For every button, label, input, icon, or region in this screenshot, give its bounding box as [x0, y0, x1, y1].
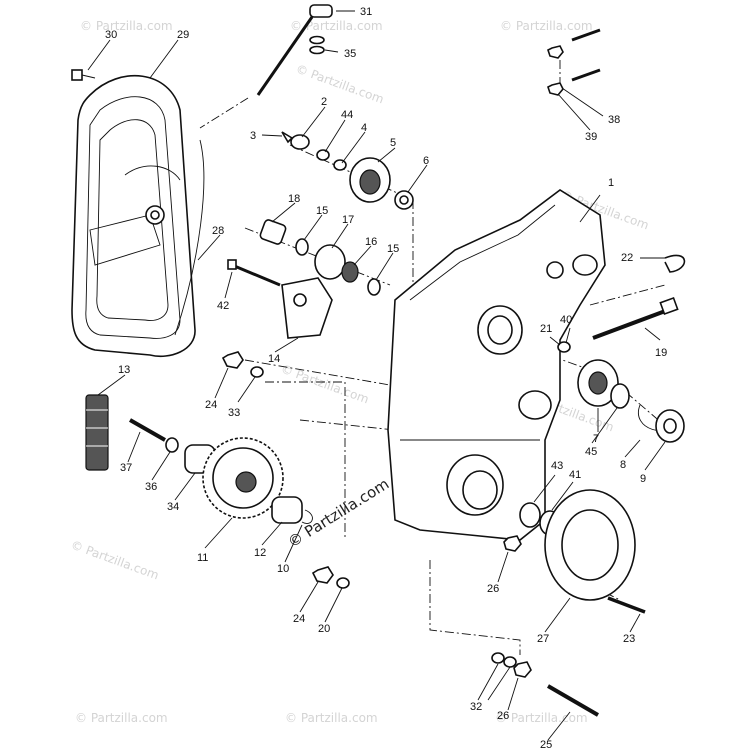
callout-30: 30: [105, 29, 117, 41]
callout-18: 18: [288, 193, 300, 205]
tensioner-block-14: [227, 259, 333, 339]
watermark: © Partzilla.com: [279, 362, 371, 407]
nut-washer-lower: [311, 566, 350, 589]
watermark: © Partzilla.com: [500, 19, 593, 33]
axis-line: [589, 284, 666, 306]
callout-6: 6: [423, 155, 429, 167]
callout-5: 5: [390, 137, 396, 149]
callout-13: 13: [118, 364, 130, 376]
dipstick-31: [256, 4, 333, 96]
watermark: © Partzilla.com: [294, 62, 386, 107]
callout-35: 35: [344, 48, 356, 60]
callout-45: 45: [585, 446, 597, 458]
callout-leaders: [87, 10, 666, 741]
callout-39: 39: [585, 131, 597, 143]
callout-27: 27: [537, 633, 549, 645]
callout-15: 15: [387, 243, 399, 255]
callout-43: 43: [551, 460, 563, 472]
callout-17: 17: [342, 214, 354, 226]
callout-36: 36: [145, 481, 157, 493]
callout-34: 34: [167, 501, 179, 513]
axis-line: [299, 419, 396, 445]
callout-24: 24: [293, 613, 305, 625]
callout-26: 26: [497, 710, 509, 722]
callout-20: 20: [318, 623, 330, 635]
axis-line: [265, 381, 346, 540]
watermark: © Partzilla.com: [80, 19, 173, 33]
callout-40: 40: [560, 314, 572, 326]
callout-2: 2: [321, 96, 327, 108]
callout-1: 1: [608, 177, 614, 189]
callout-38: 38: [608, 114, 620, 126]
callout-42: 42: [217, 300, 229, 312]
nut-washer-upper: [221, 351, 264, 378]
callout-44: 44: [341, 109, 353, 121]
callout-16: 16: [365, 236, 377, 248]
watermark: © Partzilla.com: [69, 538, 161, 583]
callout-28: 28: [212, 225, 224, 237]
output-bearing-parts: [557, 341, 685, 443]
adjuster-bolt-19: [592, 296, 679, 340]
watermark: © Partzilla.com: [495, 711, 588, 725]
callout-29: 29: [177, 29, 189, 41]
chain-13: [85, 394, 109, 471]
callout-22: 22: [621, 252, 633, 264]
callout-19: 19: [655, 347, 667, 359]
lower-gear-assembly: [129, 418, 313, 524]
callout-41: 41: [569, 469, 581, 481]
chaincase-housing: [387, 189, 606, 541]
axis-line: [289, 144, 414, 201]
watermark: © Partzilla.com: [290, 19, 383, 33]
callout-8: 8: [620, 459, 626, 471]
callout-21: 21: [540, 323, 552, 335]
callout-33: 33: [228, 407, 240, 419]
callout-32: 32: [470, 701, 482, 713]
callout-9: 9: [640, 473, 646, 485]
callout-labels: 1 2 3 4 5 6 7 8 9 10 11 12 13 14 15 15 1…: [105, 6, 667, 750]
callout-11: 11: [197, 552, 208, 564]
callout-15: 15: [316, 205, 328, 217]
shaft-parts-upper: [281, 131, 414, 210]
chaincase-cover: [71, 74, 205, 357]
axis-line: [199, 97, 249, 129]
callout-7: 7: [593, 433, 599, 445]
callout-25: 25: [540, 739, 552, 750]
lower-seal-parts: [519, 489, 646, 614]
lower-hardware: [491, 535, 600, 717]
gasket-28: [174, 139, 205, 336]
callout-31: 31: [360, 6, 372, 18]
bolt-30: [71, 69, 96, 81]
callout-10: 10: [277, 563, 289, 575]
watermark: © Partzilla.com: [285, 711, 378, 725]
studs-38-39: [547, 28, 601, 96]
callout-23: 23: [623, 633, 635, 645]
callout-4: 4: [361, 122, 367, 134]
callout-12: 12: [254, 547, 266, 559]
axis-line: [244, 359, 391, 386]
callout-26: 26: [487, 583, 499, 595]
callout-37: 37: [120, 462, 132, 474]
callout-24: 24: [205, 399, 217, 411]
axis-line: [429, 560, 521, 655]
tensioner-parts: [259, 219, 381, 296]
callout-14: 14: [268, 353, 280, 365]
hairpin-22: [664, 254, 686, 273]
callout-3: 3: [250, 130, 256, 142]
watermark: © Partzilla.com: [75, 711, 168, 725]
